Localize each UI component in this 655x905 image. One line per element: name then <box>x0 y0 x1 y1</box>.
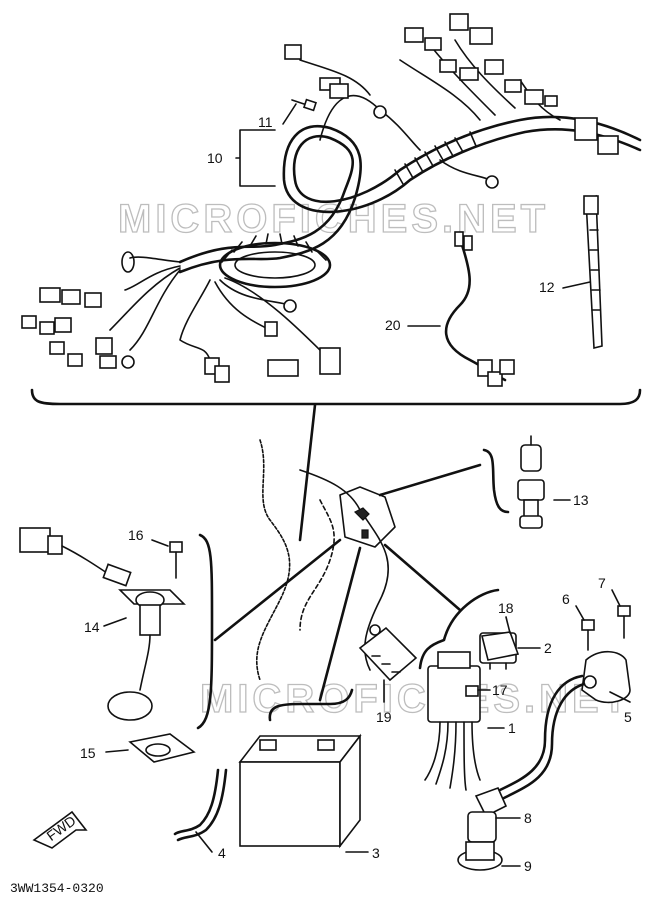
leader-lines <box>103 103 631 867</box>
part-11-bolt[interactable] <box>291 98 317 112</box>
label-part-20: 20 <box>385 317 401 333</box>
bracket-part-13 <box>482 448 510 514</box>
part-labels: 10 11 12 20 13 16 14 15 3 4 18 2 19 17 1… <box>80 114 632 874</box>
part-14-fuel-sender[interactable] <box>19 527 186 721</box>
label-part-9: 9 <box>524 858 532 874</box>
label-part-8: 8 <box>524 810 532 826</box>
part-16-screw[interactable] <box>169 541 183 579</box>
part-20-subharness[interactable] <box>444 231 515 387</box>
frame-silhouette <box>256 439 396 681</box>
part-19-relay[interactable] <box>358 624 418 682</box>
part-15-gasket[interactable] <box>128 733 196 763</box>
part-2-relay[interactable] <box>481 631 520 661</box>
label-part-14: 14 <box>84 619 100 635</box>
part-12-cable-tie[interactable] <box>583 194 603 350</box>
wire-harness[interactable] <box>21 13 642 383</box>
label-part-16: 16 <box>128 527 144 543</box>
bracket-relay-group <box>418 588 500 670</box>
label-part-19: 19 <box>376 709 392 725</box>
label-part-4: 4 <box>218 845 226 861</box>
part-6-bolt[interactable] <box>581 619 595 651</box>
part-13-switch[interactable] <box>517 435 545 529</box>
part-7-bolt[interactable] <box>617 605 631 639</box>
harness-group-bracket <box>30 388 642 406</box>
part-17-bracket[interactable] <box>465 685 479 697</box>
fwd-arrow-icon: FWD <box>32 810 88 849</box>
part-9-cap-cover[interactable] <box>457 841 503 871</box>
part-8-plug-cap[interactable] <box>467 786 508 843</box>
label-part-5: 5 <box>624 709 632 725</box>
part-4-vent-hose[interactable] <box>173 768 228 842</box>
label-part-2: 2 <box>544 640 552 656</box>
label-part-10: 10 <box>207 150 223 166</box>
watermark-top: MICROFICHES.NET <box>118 197 549 241</box>
label-part-11: 11 <box>258 114 273 130</box>
label-part-15: 15 <box>80 745 96 761</box>
label-part-3: 3 <box>372 845 380 861</box>
pointer-lines <box>213 403 482 702</box>
label-part-1: 1 <box>508 720 516 736</box>
label-part-12: 12 <box>539 279 555 295</box>
bracket-battery <box>268 688 354 722</box>
label-part-13: 13 <box>573 492 589 508</box>
label-part-7: 7 <box>598 575 606 591</box>
part-3-battery[interactable] <box>238 733 362 849</box>
part-1-cdi-unit[interactable] <box>424 651 481 791</box>
label-part-18: 18 <box>498 600 514 616</box>
label-part-6: 6 <box>562 591 570 607</box>
part-5-ignition-coil[interactable] <box>498 650 631 800</box>
diagram-code: 3WW1354-0320 <box>10 881 104 896</box>
label-part-17: 17 <box>492 682 508 698</box>
bracket-fuel-group <box>196 533 214 730</box>
